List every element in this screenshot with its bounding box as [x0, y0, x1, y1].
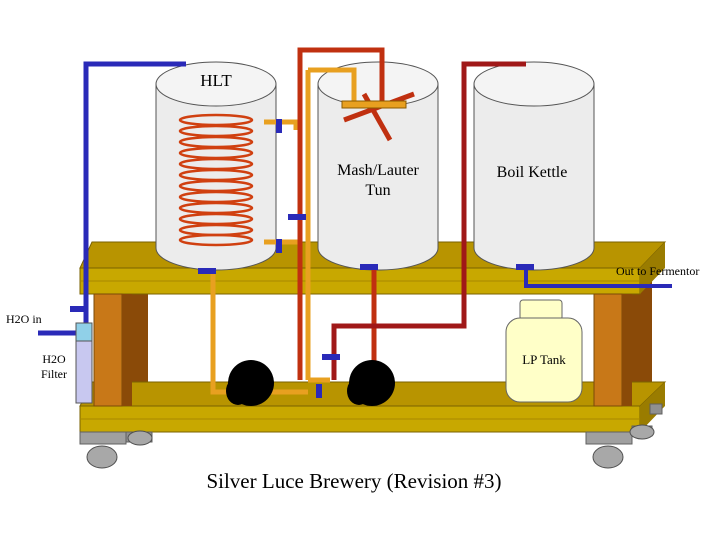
hlt-label: HLT	[200, 71, 232, 90]
pump-left	[226, 360, 274, 406]
boil-kettle-vessel	[473, 61, 595, 271]
h2o-in-label: H2O in	[6, 312, 42, 326]
hlt-to-mash-pipe	[210, 67, 357, 395]
filter-label-line1: H2O	[42, 352, 66, 366]
water-inlet-pipe	[38, 61, 186, 336]
lp-tank	[505, 299, 583, 403]
fermentor-outlet-pipe	[524, 268, 672, 288]
casters	[79, 403, 663, 469]
diagram-title: Silver Luce Brewery (Revision #3)	[206, 469, 501, 493]
sparge-arm	[341, 91, 415, 142]
mash-tun-label-line2: Tun	[365, 182, 390, 199]
fermentor-label: Out to Fermentor	[616, 264, 699, 278]
filter-label-line2: Filter	[41, 367, 67, 381]
frame-front-legs	[93, 293, 632, 407]
valves	[70, 119, 534, 398]
lp-tank-label: LP Tank	[522, 352, 566, 367]
pump-right	[347, 360, 395, 406]
hlt-heat-coil	[178, 113, 254, 247]
boil-kettle-label: Boil Kettle	[497, 164, 568, 181]
water-filter	[75, 322, 93, 404]
mash-tun-label-line1: Mash/Lauter	[337, 162, 419, 179]
hlt-vessel	[155, 61, 277, 271]
